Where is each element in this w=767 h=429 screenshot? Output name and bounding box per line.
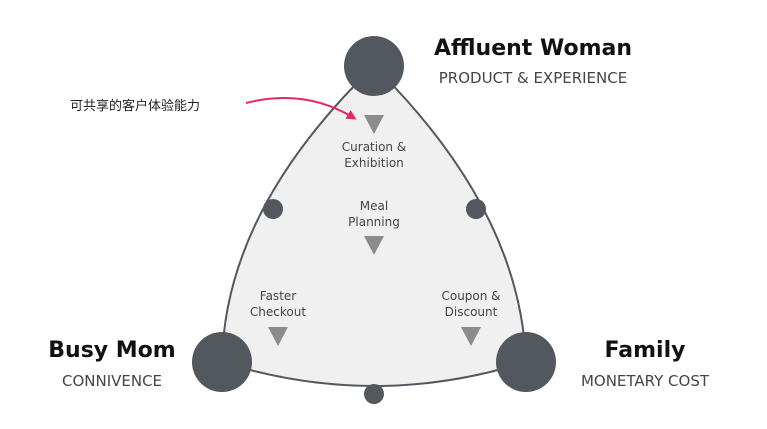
edge-node-right <box>466 199 486 219</box>
edge-node-bottom <box>364 384 384 404</box>
vertex-subtitle-right: MONETARY COST <box>581 372 710 390</box>
label-meal-line1: Meal <box>360 199 388 213</box>
vertex-title-top: Affluent Woman <box>434 36 632 61</box>
label-checkout-line1: Faster <box>260 289 296 303</box>
arrow-curve-icon <box>245 97 357 120</box>
vertex-subtitle-top: PRODUCT & EXPERIENCE <box>439 69 627 87</box>
vertex-title-right: Family <box>605 338 686 363</box>
label-curation-line2: Exhibition <box>344 156 404 170</box>
label-coupon-line2: Discount <box>445 305 498 319</box>
vertex-title-left: Busy Mom <box>48 338 175 363</box>
label-coupon-line1: Coupon & <box>441 289 500 303</box>
triangle-down-marker-meal <box>364 236 384 255</box>
edge-node-left <box>263 199 283 219</box>
triangle-down-marker-checkout <box>268 327 288 346</box>
triangle-down-marker-curation <box>364 115 384 134</box>
triangle-down-marker-coupon <box>461 327 481 346</box>
vertex-node-left <box>192 332 252 392</box>
vertex-node-right <box>496 332 556 392</box>
label-meal-line2: Planning <box>348 215 400 229</box>
annotation-text: 可共享的客户体验能力 <box>70 98 200 114</box>
label-checkout-line2: Checkout <box>250 305 306 319</box>
label-curation-line1: Curation & <box>342 140 406 154</box>
vertex-node-top <box>344 36 404 96</box>
vertex-subtitle-left: CONNIVENCE <box>62 372 162 390</box>
